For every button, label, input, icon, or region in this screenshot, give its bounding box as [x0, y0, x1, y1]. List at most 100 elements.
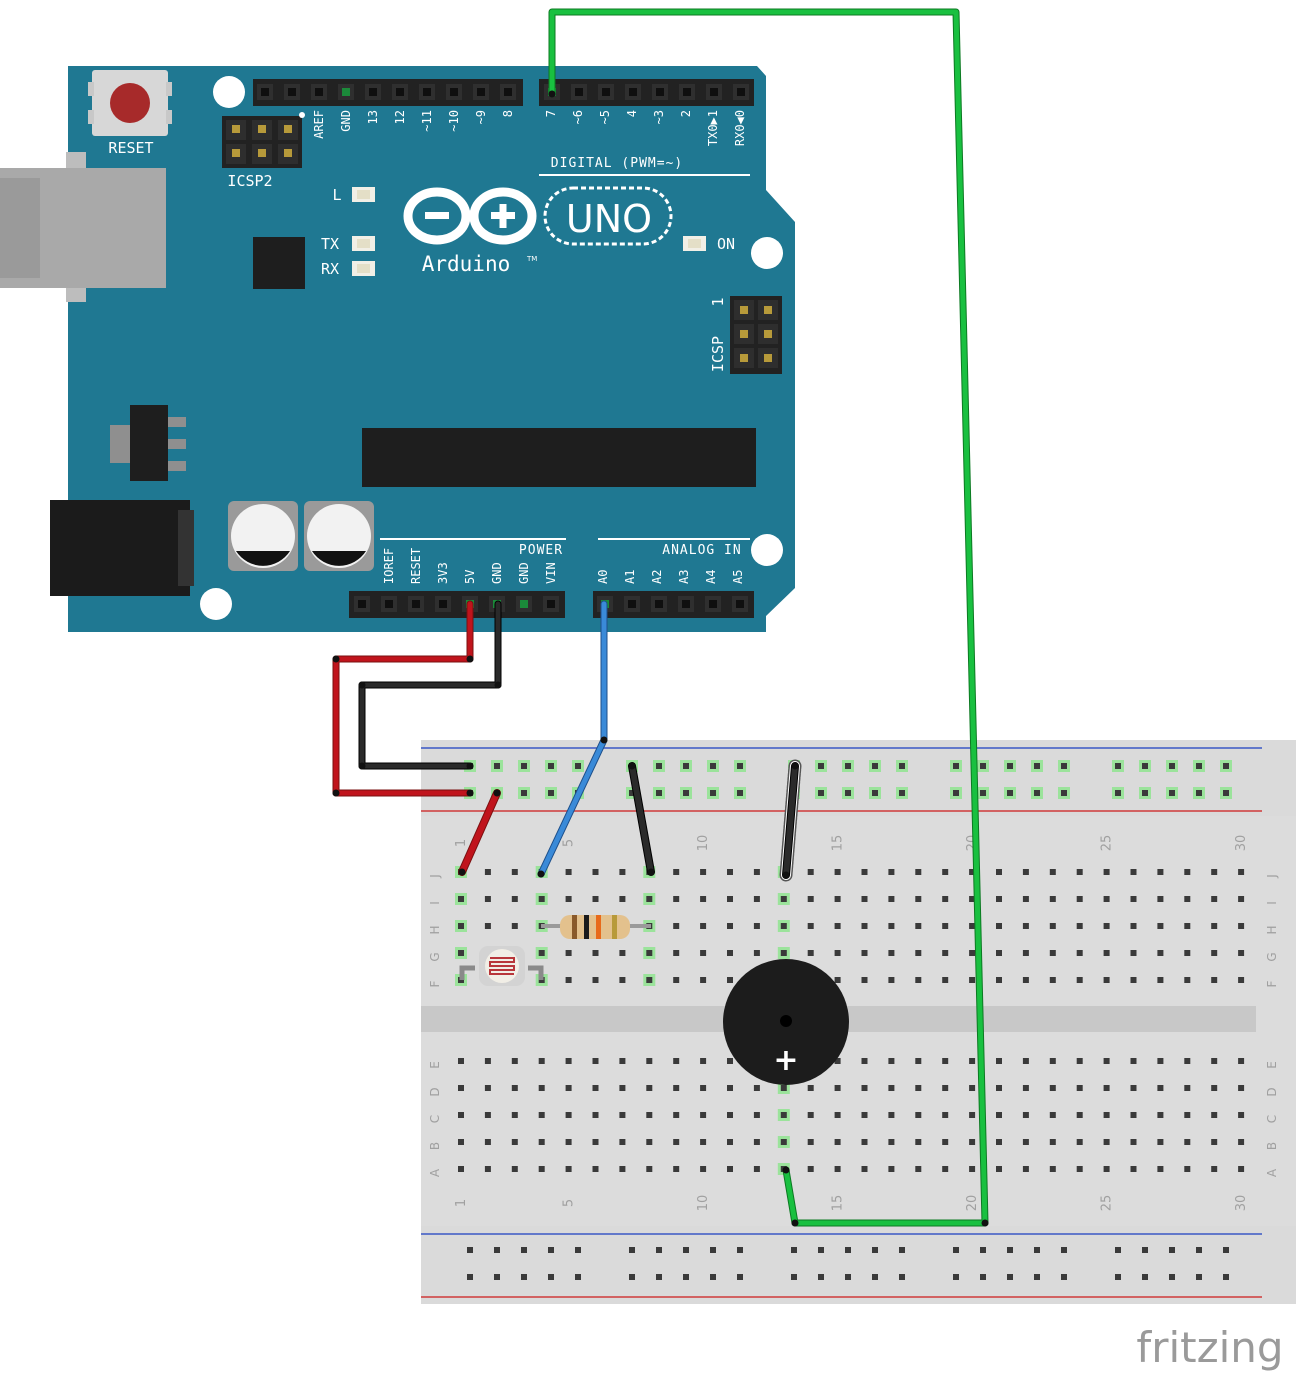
breadboard-hole [807, 869, 814, 875]
breadboard-hole [1184, 896, 1191, 902]
breadboard-hole [888, 1058, 895, 1064]
breadboard-hole [1223, 1247, 1229, 1253]
breadboard-hole [915, 1058, 922, 1064]
breadboard-hole [888, 1085, 895, 1091]
power-pin-label: 5V [463, 570, 477, 584]
breadboard-hole [629, 790, 635, 796]
breadboard-hole [1157, 1085, 1164, 1091]
dc-power-jack [50, 500, 190, 596]
wire-end [332, 789, 340, 797]
breadboard-hole [834, 1166, 841, 1172]
breadboard-hole [780, 950, 787, 956]
breadboard-hole [969, 896, 976, 902]
breadboard-hole [1184, 950, 1191, 956]
breadboard-hole [592, 1085, 599, 1091]
header-pin-socket [602, 88, 610, 96]
wire-pin7-green [548, 8, 989, 1227]
breadboard-hole [872, 790, 878, 796]
row-label: F [1265, 980, 1279, 987]
breadboard-hole [861, 1139, 868, 1145]
breadboard-hole [953, 790, 959, 796]
wire-end [537, 870, 545, 878]
breadboard-hole [727, 1058, 733, 1064]
breadboard-hole [683, 763, 689, 769]
wire-end [791, 1219, 799, 1227]
breadboard-hole [1142, 790, 1148, 796]
breadboard-hole [996, 1166, 1002, 1172]
breadboard-hole [1007, 763, 1013, 769]
breadboard-hole [565, 1085, 572, 1091]
digital-pin-label: 12 [393, 110, 407, 124]
wire-end [600, 736, 608, 744]
column-label: 30 [1234, 1195, 1249, 1212]
breadboard-hole [834, 1058, 841, 1064]
digital-section-label: DIGITAL (PWM=~) [551, 156, 683, 171]
breadboard-hole [818, 1247, 824, 1253]
breadboard-hole [915, 1112, 922, 1118]
breadboard-hole [915, 923, 922, 929]
breadboard-hole [1022, 1166, 1029, 1172]
breadboard-hole [619, 1112, 626, 1118]
row-label: E [428, 1061, 442, 1069]
breadboard-hole [629, 1274, 635, 1280]
breadboard-hole [1034, 790, 1040, 796]
wire-end [466, 655, 474, 663]
header-pin-socket [547, 600, 555, 608]
header-pin-socket [261, 88, 269, 96]
analog-pin-label: A3 [677, 570, 691, 584]
breadboard-hole [780, 1112, 787, 1118]
power-section-label: POWER [519, 543, 563, 558]
analog-header [593, 591, 754, 618]
breadboard-hole [467, 1247, 473, 1253]
breadboard-hole [861, 950, 868, 956]
breadboard-hole [1061, 763, 1067, 769]
breadboard-hole [1169, 763, 1175, 769]
breadboard-hole [565, 1112, 572, 1118]
breadboard-hole [458, 1112, 464, 1118]
analog-pin-label: A2 [650, 570, 664, 584]
breadboard-hole [1049, 950, 1056, 956]
digital-pin-label: 2 [679, 110, 693, 117]
fritzing-watermark: fritzing [1136, 1323, 1283, 1372]
row-label: I [428, 901, 442, 905]
breadboard-hole [484, 1058, 491, 1064]
breadboard-hole [753, 896, 760, 902]
breadboard-hole [1115, 790, 1121, 796]
breadboard-hole [1238, 950, 1245, 956]
digital-pin-label: ~9 [474, 110, 488, 124]
breadboard-hole [727, 950, 733, 956]
digital-pin-label: 7 [544, 110, 558, 117]
breadboard-hole [1022, 869, 1029, 875]
power-pin-label: VIN [544, 562, 558, 584]
wire-end [493, 789, 501, 797]
breadboard-hole [700, 977, 707, 983]
analog-pin-label: A5 [731, 570, 745, 584]
digital-pin-label: ~3 [652, 110, 666, 124]
breadboard-hole [807, 1139, 814, 1145]
breadboard-hole [980, 763, 986, 769]
breadboard-hole [888, 1166, 895, 1172]
header-pin-socket [683, 88, 691, 96]
breadboard-hole [996, 869, 1002, 875]
breadboard-hole [942, 1112, 949, 1118]
breadboard-hole [683, 790, 689, 796]
header-pin-socket [450, 88, 458, 96]
breadboard-holes [455, 760, 1245, 1280]
breadboard-hole [861, 896, 868, 902]
breadboard-hole [494, 1274, 500, 1280]
breadboard-hole [807, 950, 814, 956]
breadboard-hole [1076, 1166, 1083, 1172]
breadboard-hole [646, 1139, 653, 1145]
breadboard-hole [619, 1139, 626, 1145]
breadboard-hole [980, 1247, 986, 1253]
analog-section-label: ANALOG IN [662, 543, 741, 558]
row-label: B [428, 1142, 442, 1150]
breadboard-hole [1076, 1139, 1083, 1145]
breadboard-hole [780, 923, 787, 929]
row-label: C [1265, 1115, 1279, 1123]
breadboard-hole [575, 1274, 581, 1280]
resistor [541, 915, 651, 939]
analog-pin-label: A1 [623, 570, 637, 584]
breadboard-hole [1184, 1166, 1191, 1172]
